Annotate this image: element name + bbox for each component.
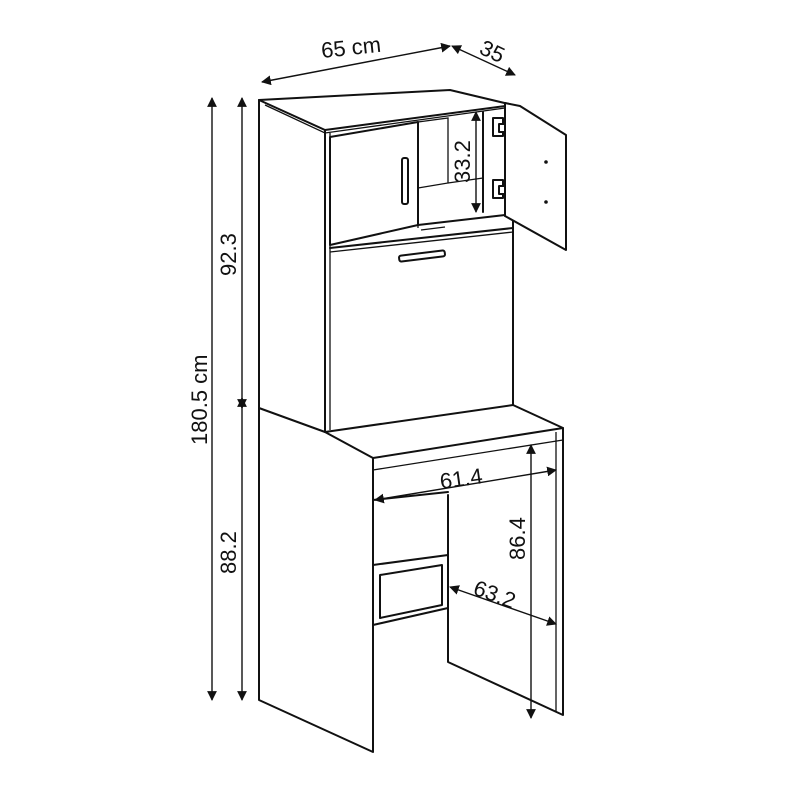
upper-height-label: 92.3 xyxy=(216,233,241,276)
flap-top-edge xyxy=(329,227,514,249)
left-side-panel xyxy=(258,99,374,753)
width-dimension-line xyxy=(261,42,451,86)
desk-top xyxy=(324,404,564,459)
compartment-bottom-detail xyxy=(420,226,446,231)
desk-back-edge xyxy=(258,404,514,433)
desk-height-label: 86.4 xyxy=(505,517,530,560)
desk-width-label: 61.4 xyxy=(438,463,484,494)
flap-handle xyxy=(398,249,446,263)
desk-apron xyxy=(372,469,449,501)
lower-panel xyxy=(372,554,449,626)
desk-depth-dimension-line xyxy=(449,585,557,626)
compartment-bottom xyxy=(417,214,506,226)
width-label: 65 cm xyxy=(320,32,382,63)
depth-label: 35 xyxy=(476,35,509,68)
depth-dimension-line xyxy=(451,45,516,76)
flap-top-edge-inner xyxy=(329,231,514,253)
desk-width-dimension-line xyxy=(374,466,557,504)
desk-depth-label: 63.2 xyxy=(470,575,519,613)
dimension-labels: 65 cm 35 180.5 cm 92.3 88.2 33.2 61.4 86… xyxy=(187,32,530,614)
top-front-edge xyxy=(258,99,514,131)
door-dot xyxy=(544,200,548,204)
upper-left-door-handle xyxy=(401,157,409,205)
lower-drawer xyxy=(379,564,443,619)
shelf-height-label: 33.2 xyxy=(450,140,475,183)
upper-right-door-open xyxy=(504,102,567,251)
door-dot xyxy=(544,160,548,164)
dimension-lines xyxy=(207,42,557,719)
compartment-back xyxy=(417,117,449,189)
total-height-label: 180.5 cm xyxy=(187,355,212,446)
cabinet xyxy=(258,89,567,753)
lower-height-label: 88.2 xyxy=(216,531,241,574)
